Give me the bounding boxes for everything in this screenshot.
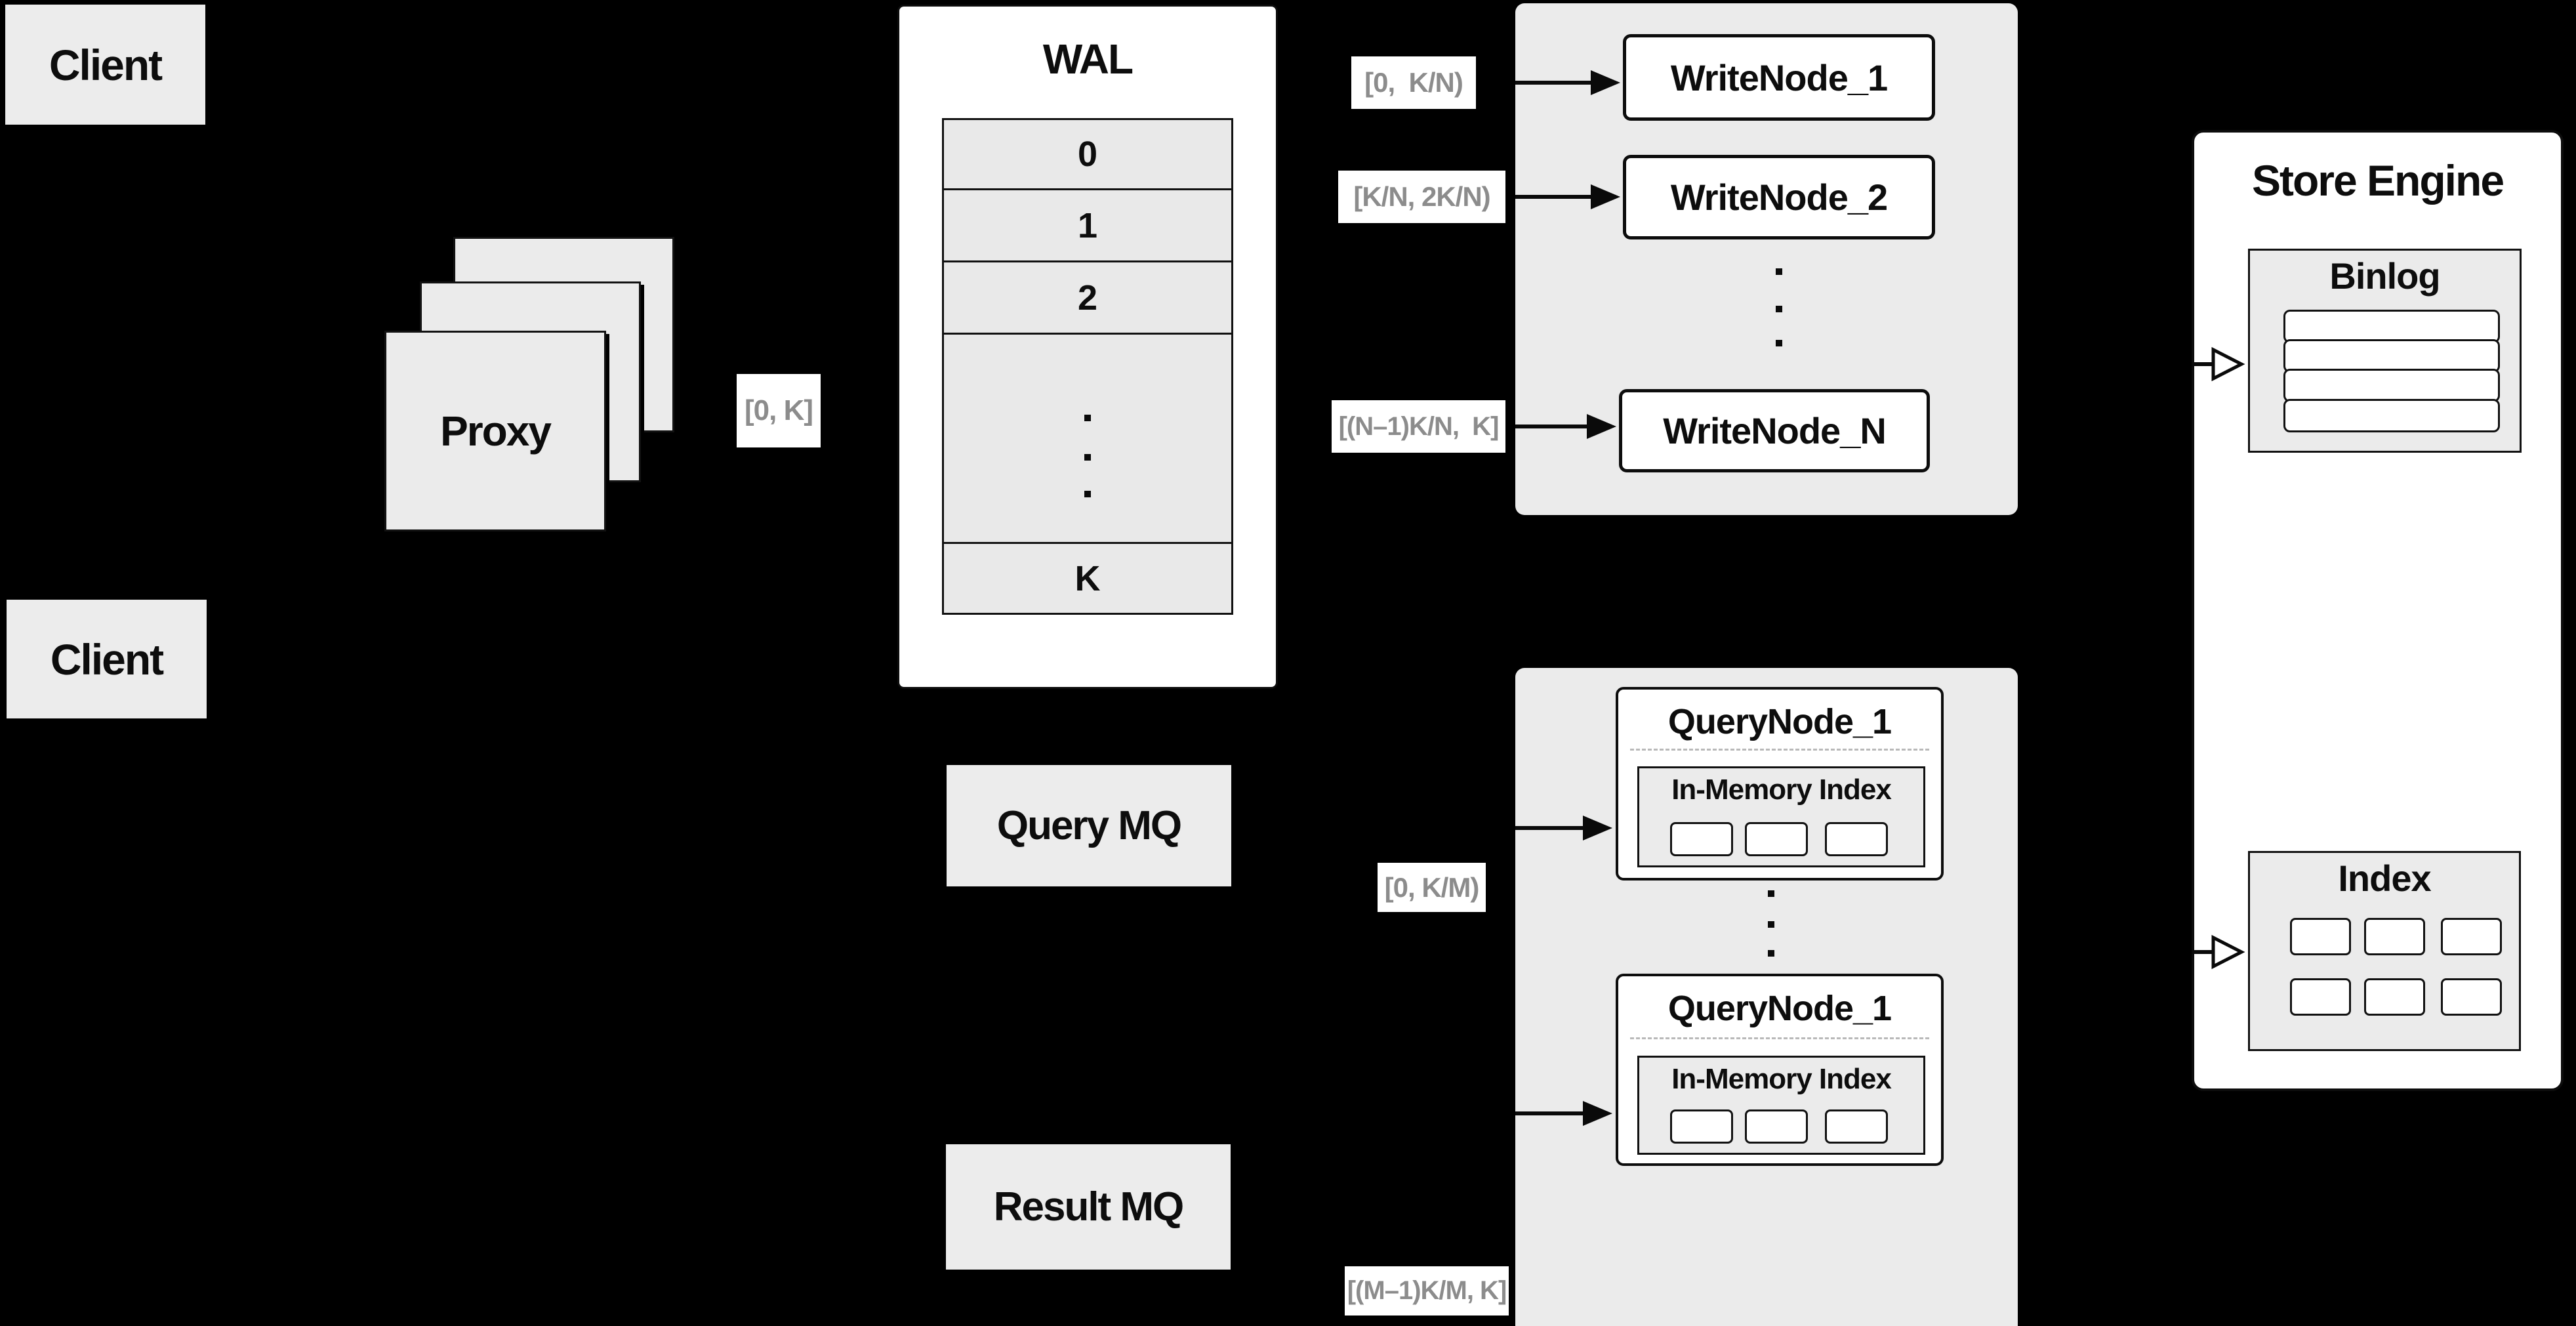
query-node-1-title: QueryNode_1 <box>1667 702 1892 741</box>
write-node-1: WriteNode_1 <box>1623 34 1935 121</box>
index-segment-chip <box>1670 1109 1733 1144</box>
write-node-n: WriteNode_N <box>1619 389 1930 472</box>
range-label-write-node-1: [0, K/N) <box>1351 56 1476 109</box>
binlog-segment-bar <box>2283 339 2500 373</box>
in-memory-index-2-title: In-Memory Index <box>1671 1063 1892 1095</box>
binlog-box: Binlog <box>2248 249 2522 453</box>
index-file-chip <box>2364 978 2425 1016</box>
store-engine-title: Store Engine <box>2251 156 2504 205</box>
index-file-chip <box>2364 918 2425 955</box>
query-node-2: QueryNode_1 In-Memory Index <box>1616 974 1944 1166</box>
range-label-write-node-n: [(N–1)K/N, K] <box>1332 400 1505 453</box>
query-node-2-title: QueryNode_1 <box>1667 989 1892 1028</box>
query-node-1-divider <box>1630 749 1929 751</box>
wal-cell-2: 2 <box>942 260 1233 335</box>
in-memory-index-2: In-Memory Index <box>1637 1056 1925 1155</box>
index-file-chip <box>2290 978 2351 1016</box>
write-node-2: WriteNode_2 <box>1623 155 1935 239</box>
range-label-write-node-2: [K/N, 2K/N) <box>1338 171 1505 223</box>
result-mq-box: Result MQ <box>946 1144 1231 1270</box>
index-segment-chip <box>1670 822 1733 856</box>
range-label-query-node-1: [0, K/M) <box>1378 863 1486 912</box>
index-box: Index <box>2248 851 2521 1051</box>
query-node-1: QueryNode_1 In-Memory Index <box>1616 687 1944 881</box>
binlog-title: Binlog <box>2329 255 2440 297</box>
in-memory-index-1-title: In-Memory Index <box>1671 774 1892 806</box>
index-file-chip <box>2441 918 2502 955</box>
wal-title: WAL <box>1042 35 1134 83</box>
binlog-segment-bar <box>2283 399 2500 432</box>
index-title: Index <box>2338 858 2431 899</box>
wal-cell-0: 0 <box>942 118 1233 190</box>
in-memory-index-1: In-Memory Index <box>1637 766 1925 867</box>
proxy-box: Proxy <box>384 331 606 531</box>
wal-cell-1: 1 <box>942 188 1233 262</box>
binlog-segment-bar <box>2283 310 2500 343</box>
range-label-query-node-m: [(M–1)K/M, K] <box>1345 1266 1509 1316</box>
range-label-proxy-to-wal: [0, K] <box>737 374 821 447</box>
binlog-segment-bar <box>2283 369 2500 402</box>
index-file-chip <box>2290 918 2351 955</box>
query-node-2-divider <box>1630 1037 1929 1039</box>
index-segment-chip <box>1825 822 1888 856</box>
index-file-chip <box>2441 978 2502 1016</box>
query-mq-box: Query MQ <box>947 765 1231 886</box>
wal-cell-ellipsis <box>942 333 1233 544</box>
index-segment-chip <box>1825 1109 1888 1144</box>
wal-cell-k: K <box>942 542 1233 615</box>
client-box-bottom: Client <box>7 600 207 718</box>
index-segment-chip <box>1745 822 1808 856</box>
index-segment-chip <box>1745 1109 1808 1144</box>
client-box-top: Client <box>5 5 205 125</box>
